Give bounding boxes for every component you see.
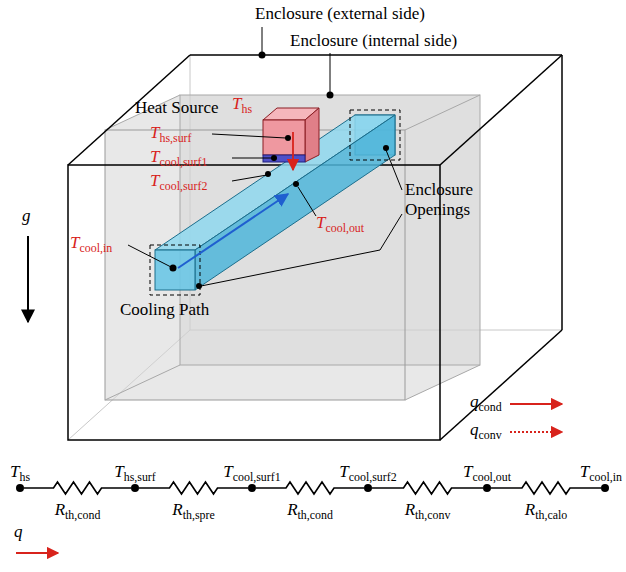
symbol-subscript: cool,in	[79, 241, 112, 255]
network-node: Ths	[16, 484, 24, 492]
symbol-subscript: th,calo	[535, 508, 567, 522]
legend-sample-conduction	[510, 403, 562, 405]
temperature-label: Ths,surf	[114, 462, 156, 482]
symbol-letter: R	[405, 500, 415, 519]
resistance-label: Rth,calo	[525, 500, 567, 520]
symbol-letter: g	[22, 206, 31, 225]
symbol-subscript: cool,in	[589, 470, 622, 484]
symbol-subscript: cool,surf1	[233, 470, 281, 484]
symbol-letter: T	[580, 462, 589, 481]
legend-label: qcond	[470, 392, 502, 412]
temperature-label: Ths,surf	[150, 123, 192, 143]
temperature-label: Ths	[232, 94, 252, 114]
symbol-subscript: cool,out	[325, 221, 364, 235]
flow-arrow	[178, 194, 288, 268]
thermal-resistor	[24, 482, 131, 494]
symbol-subscript: hs	[19, 470, 30, 484]
symbol-subscript: conv	[479, 428, 502, 442]
enclosure-external-edges	[68, 55, 562, 440]
temperature-label: Tcool,surf1	[150, 147, 207, 167]
resistance-label: Rth,spre	[172, 500, 214, 520]
symbol-letter: q	[470, 392, 479, 411]
network-node: Tcool,surf2	[364, 484, 372, 492]
gravity-symbol: g	[22, 206, 31, 226]
network-node: Tcool,in	[601, 484, 609, 492]
symbol-letter: T	[463, 462, 472, 481]
leader-line	[128, 27, 402, 286]
resistance-label: Rth,cond	[55, 500, 101, 520]
symbol-letter: R	[525, 500, 535, 519]
symbol-letter: T	[223, 462, 232, 481]
symbol-letter: T	[232, 94, 241, 113]
temperature-label: Tcool,surf1	[223, 462, 280, 482]
symbol-letter: T	[70, 233, 79, 252]
part-label: Cooling Path	[120, 300, 209, 320]
symbol-subscript: hs,surf	[124, 470, 156, 484]
symbol-letter: T	[150, 123, 159, 142]
symbol-letter: T	[150, 147, 159, 166]
legend-sample-convection	[510, 431, 562, 433]
heat-source	[263, 108, 319, 162]
symbol-subscript: th,spre	[183, 508, 215, 522]
temperature-label: Tcool,out	[316, 213, 364, 233]
cooling-path	[155, 115, 395, 290]
symbol-subscript: hs,surf	[159, 131, 191, 145]
symbol-subscript: cool,surf1	[159, 155, 207, 169]
enclosure-label: Enclosure (external side)	[255, 4, 425, 24]
symbol-subscript: cool,surf2	[349, 470, 397, 484]
temperature-label: Tcool,in	[580, 462, 622, 482]
gravity-arrow	[27, 236, 29, 322]
legend-label: qconv	[470, 420, 502, 440]
symbol-letter: T	[150, 171, 159, 190]
temperature-label: Ths	[10, 462, 30, 482]
network-node: Ths,surf	[131, 484, 139, 492]
symbol-letter: T	[316, 213, 325, 232]
symbol-subscript: th,cond	[65, 508, 100, 522]
resistance-label: Rth,cond	[287, 500, 333, 520]
symbol-letter: R	[287, 500, 297, 519]
part-label: Heat Source	[135, 98, 219, 118]
symbol-letter: q	[470, 420, 479, 439]
symbol-subscript: cool,surf2	[159, 179, 207, 193]
temperature-label: Tcool,surf2	[150, 171, 207, 191]
conduction-arrow	[292, 132, 294, 170]
enclosure-internal	[105, 95, 480, 400]
enclosure-opening	[150, 110, 400, 295]
network-node: Tcool,surf1	[248, 484, 256, 492]
symbol-subscript: cond	[479, 400, 502, 414]
heat-flow-symbol: q	[14, 522, 23, 542]
enclosure-label: Enclosure (internal side)	[290, 31, 457, 51]
symbol-subscript: th,conv	[415, 508, 450, 522]
symbol-letter: T	[10, 462, 19, 481]
symbol-subscript: cool,out	[472, 470, 511, 484]
symbol-letter: T	[114, 462, 123, 481]
symbol-subscript: th,cond	[298, 508, 333, 522]
part-label: Enclosure Openings	[405, 180, 505, 219]
symbol-letter: q	[14, 522, 23, 541]
enclosure-external	[68, 55, 562, 440]
temperature-label: Tcool,surf2	[339, 462, 396, 482]
temperature-label: Tcool,in	[70, 233, 112, 253]
point-dot	[170, 52, 390, 290]
temperature-label: Tcool,out	[463, 462, 511, 482]
symbol-letter: R	[55, 500, 65, 519]
network-node: Tcool,out	[483, 484, 491, 492]
symbol-subscript: hs	[241, 102, 252, 116]
symbol-letter: R	[172, 500, 182, 519]
resistance-label: Rth,conv	[405, 500, 451, 520]
heat-flow-arrow	[16, 552, 58, 554]
symbol-letter: T	[339, 462, 348, 481]
